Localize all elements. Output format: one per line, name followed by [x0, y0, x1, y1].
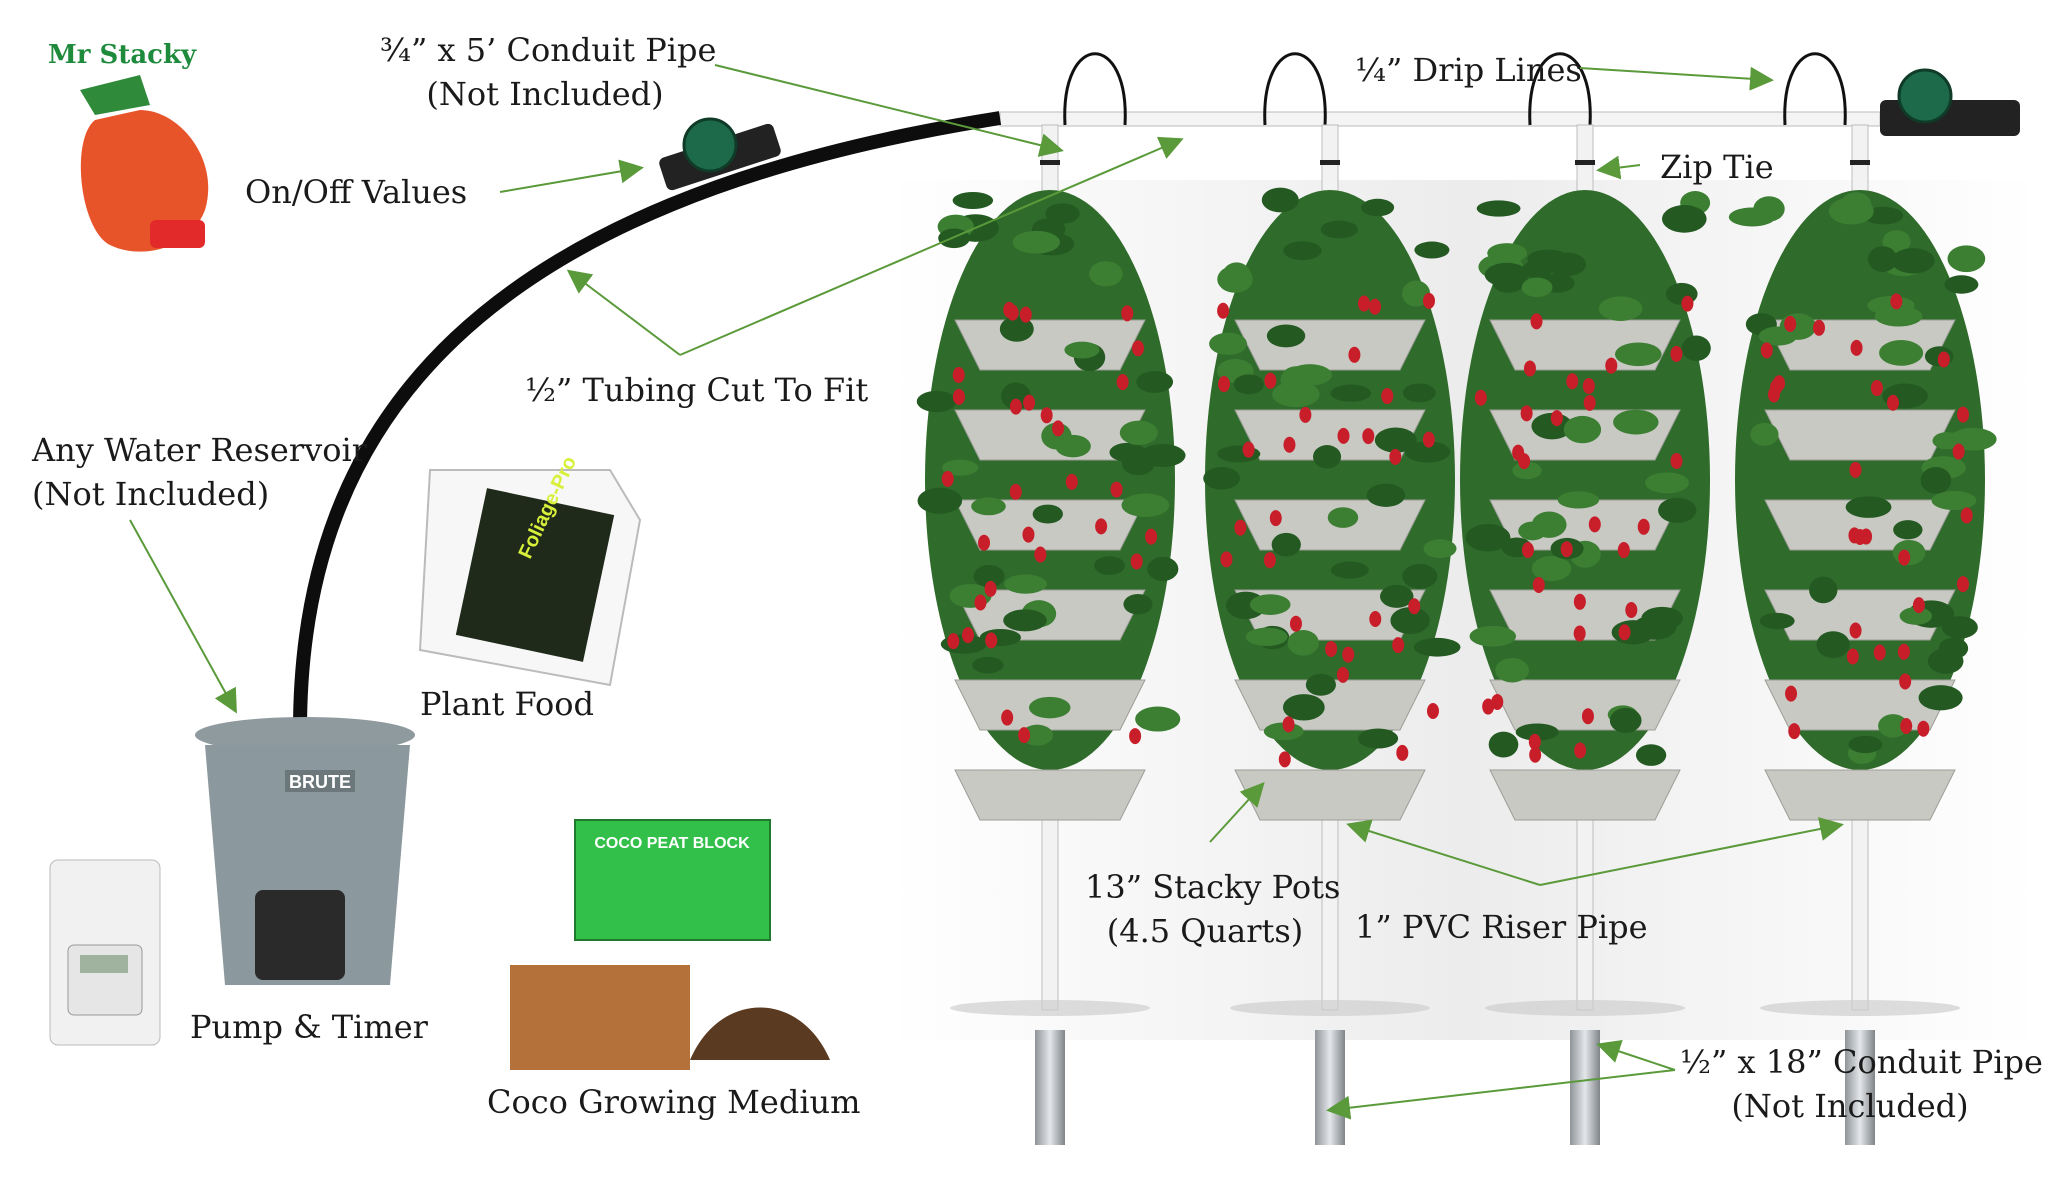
label-conduit-bottom: ½” x 18” Conduit Pipe (Not Included): [1680, 1040, 2043, 1128]
stacky-tower: [916, 124, 1186, 1145]
stacky-pot: [1234, 679, 1426, 731]
brand-name: Mr Stacky: [48, 40, 197, 70]
end-valve: [1880, 68, 2020, 136]
stacky-pot: [1764, 679, 1956, 731]
bucket-brand-text: BRUTE: [289, 772, 351, 792]
label-coco-medium: Coco Growing Medium: [487, 1083, 861, 1121]
label-conduit-top: ¾” x 5’ Conduit Pipe (Not Included): [380, 28, 717, 116]
supply-tubing: [293, 111, 1002, 731]
stacky-pot: [954, 319, 1146, 371]
plant-food-bottle: Foliage-Pro: [418, 453, 642, 687]
timer-package: [49, 859, 161, 1046]
stacky-tower: [1203, 124, 1461, 1145]
label-conduit-top-line2: (Not Included): [426, 75, 664, 113]
label-drip-lines: ¼” Drip Lines: [1355, 51, 1582, 89]
label-reservoir: Any Water Reservoir (Not Included): [32, 428, 367, 516]
tubing-valve: [659, 117, 781, 191]
coco-title-text: COCO PEAT BLOCK: [594, 835, 750, 852]
drip-lines: [1063, 52, 1847, 126]
label-reservoir-line1: Any Water Reservoir: [32, 431, 367, 469]
water-bucket: BRUTE: [195, 717, 415, 985]
mr-stacky-logo: [80, 75, 209, 252]
label-plant-food: Plant Food: [420, 685, 594, 723]
label-stacky-line1: 13” Stacky Pots: [1085, 868, 1341, 906]
label-tubing: ½” Tubing Cut To Fit: [525, 371, 869, 409]
label-conduit-bottom-line2: (Not Included): [1731, 1087, 1969, 1125]
label-stacky-line2: (4.5 Quarts): [1106, 912, 1304, 950]
header-pipe: [999, 111, 1881, 127]
label-pump-timer: Pump & Timer: [190, 1008, 428, 1046]
label-on-off-valves: On/Off Values: [245, 173, 468, 211]
stacky-pot: [1234, 499, 1426, 551]
stacky-pot: [1234, 769, 1426, 821]
stacky-pot: [954, 769, 1146, 821]
stacky-pot: [954, 499, 1146, 551]
stacky-tower: [1460, 124, 1711, 1145]
stacky-pot: [1489, 769, 1681, 821]
stacky-pot: [1764, 409, 1956, 461]
stacky-pot: [1764, 769, 1956, 821]
label-reservoir-line2: (Not Included): [32, 475, 270, 513]
coco-block: COCO PEAT BLOCK: [510, 819, 830, 1070]
stacky-tower: [1728, 124, 1997, 1145]
label-conduit-bottom-line1: ½” x 18” Conduit Pipe: [1680, 1043, 2043, 1081]
label-zip-tie: Zip Tie: [1660, 148, 1774, 186]
label-stacky-pots: 13” Stacky Pots (4.5 Quarts): [1085, 865, 1341, 953]
pump-icon: [255, 890, 345, 980]
stacky-pot: [1234, 319, 1426, 371]
leader-arrows: [129, 64, 1844, 1120]
label-conduit-top-line1: ¾” x 5’ Conduit Pipe: [380, 31, 717, 69]
label-pvc-riser: 1” PVC Riser Pipe: [1355, 908, 1648, 946]
